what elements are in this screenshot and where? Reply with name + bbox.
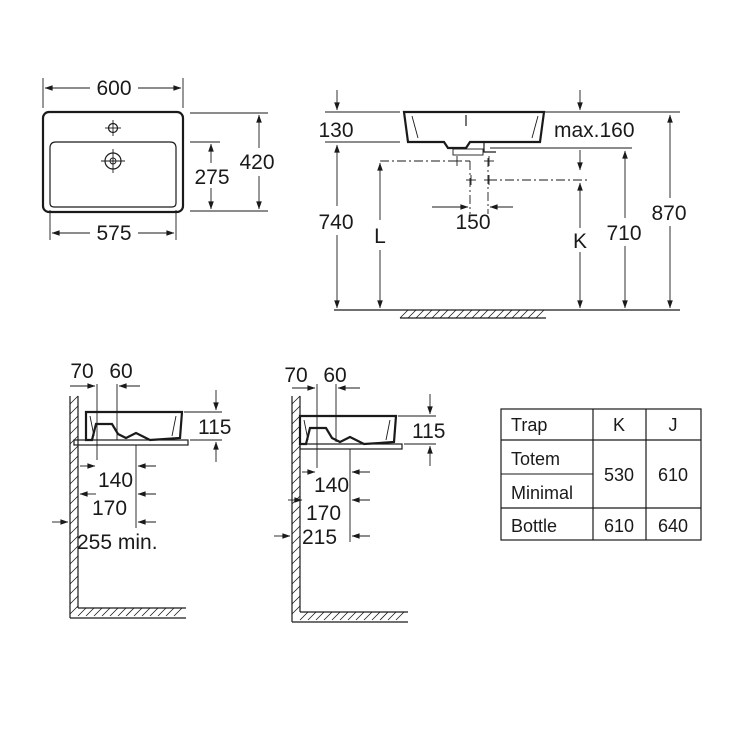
countertop-right <box>299 443 403 450</box>
label-k: K <box>573 230 587 253</box>
table-header-k: K <box>613 415 625 435</box>
waste-outlet <box>452 148 484 156</box>
label-l: L <box>374 225 386 248</box>
top-view: 600 575 420 275 <box>41 77 275 245</box>
floor-hatch <box>399 309 545 319</box>
dim-max-160: max.160 <box>554 119 635 142</box>
dim-740: 740 <box>318 211 353 234</box>
wall-hatch-left <box>69 395 79 615</box>
trap-table: Trap K J Totem Minimal Bottle 530 610 61… <box>500 408 702 541</box>
drain-hole-icon <box>101 149 125 173</box>
floor-hatch-right <box>299 611 405 621</box>
side-view-left: 70 60 115 140 170 255 min. <box>52 360 231 619</box>
floor-hatch-left <box>77 607 183 617</box>
dim-420: 420 <box>239 151 274 174</box>
side-view-right: 70 60 115 140 170 215 <box>274 364 445 623</box>
dim-60-right: 60 <box>323 364 346 387</box>
table-cell-bottle-j: 640 <box>658 516 688 536</box>
basin-outline-top <box>41 110 185 214</box>
basin-bowl-top <box>49 141 177 208</box>
dim-130: 130 <box>318 119 353 142</box>
table-row-minimal: Minimal <box>511 483 573 503</box>
dim-215: 215 <box>302 526 337 549</box>
dim-870: 870 <box>651 202 686 225</box>
outlet-cross-icon <box>452 156 494 185</box>
dim-115-right: 115 <box>412 420 445 443</box>
table-cell-totem-k: 530 <box>604 465 634 485</box>
table-cell-totem-j: 610 <box>658 465 688 485</box>
dim-170-left: 170 <box>92 497 127 520</box>
dim-60-left: 60 <box>109 360 132 383</box>
dim-140-left: 140 <box>98 469 133 492</box>
dim-70-left: 70 <box>70 360 93 383</box>
table-header-j: J <box>669 415 678 435</box>
countertop-left <box>73 439 189 446</box>
dim-140-right: 140 <box>314 474 349 497</box>
dim-275: 275 <box>194 166 229 189</box>
front-view: 130 740 L max.160 870 710 K 150 <box>318 90 687 319</box>
tap-hole-icon <box>105 120 121 136</box>
basin-outline-front <box>402 110 546 150</box>
dim-255-min: 255 min. <box>77 531 158 554</box>
table-row-totem: Totem <box>511 449 560 469</box>
dim-575: 575 <box>96 222 131 245</box>
wall-hatch-right <box>291 395 301 615</box>
table-cell-bottle-k: 610 <box>604 516 634 536</box>
basin-side-right <box>298 414 398 446</box>
dim-115-left: 115 <box>198 416 231 439</box>
basin-side-left <box>84 410 184 442</box>
dim-70-right: 70 <box>284 364 307 387</box>
dim-150: 150 <box>455 211 490 234</box>
table-header-trap: Trap <box>511 415 547 435</box>
dim-710: 710 <box>606 222 641 245</box>
table-row-bottle: Bottle <box>511 516 557 536</box>
dim-600: 600 <box>96 77 131 100</box>
dim-170-right: 170 <box>306 502 341 525</box>
